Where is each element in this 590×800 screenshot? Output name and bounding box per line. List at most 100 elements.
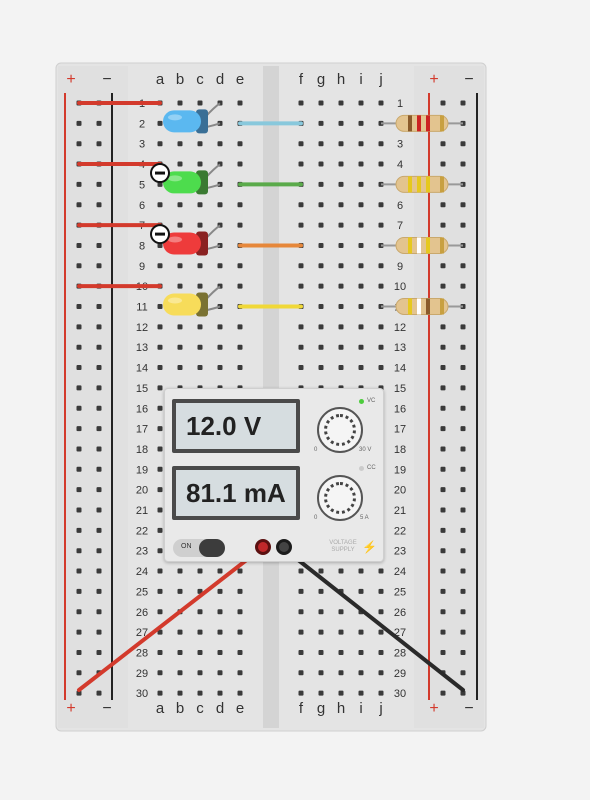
rail-hole-1-18[interactable] bbox=[96, 446, 102, 452]
hole-g12[interactable] bbox=[318, 324, 324, 330]
rail-hole-0-22[interactable] bbox=[76, 527, 82, 533]
hole-d9[interactable] bbox=[217, 263, 223, 269]
hole-d3[interactable] bbox=[217, 141, 223, 147]
hole-e29[interactable] bbox=[237, 670, 243, 676]
hole-g4[interactable] bbox=[318, 161, 324, 167]
rail-hole-0-15[interactable] bbox=[76, 385, 82, 391]
hole-e26[interactable] bbox=[237, 609, 243, 615]
rail-hole-0-12[interactable] bbox=[76, 324, 82, 330]
rail-hole-2-27[interactable] bbox=[440, 629, 446, 635]
hole-d13[interactable] bbox=[217, 344, 223, 350]
rail-hole-3-29[interactable] bbox=[460, 670, 466, 676]
rail-hole-3-6[interactable] bbox=[460, 202, 466, 208]
hole-i24[interactable] bbox=[358, 568, 364, 574]
rail-hole-1-27[interactable] bbox=[96, 629, 102, 635]
hole-b24[interactable] bbox=[177, 568, 183, 574]
rail-hole-0-9[interactable] bbox=[76, 263, 82, 269]
hole-i9[interactable] bbox=[358, 263, 364, 269]
hole-j30[interactable] bbox=[378, 690, 384, 696]
hole-c14[interactable] bbox=[197, 365, 203, 371]
hole-g24[interactable] bbox=[318, 568, 324, 574]
hole-b25[interactable] bbox=[177, 588, 183, 594]
power-switch[interactable]: ON bbox=[173, 539, 225, 557]
rail-hole-3-7[interactable] bbox=[460, 222, 466, 228]
hole-i29[interactable] bbox=[358, 670, 364, 676]
hole-j12[interactable] bbox=[378, 324, 384, 330]
hole-b13[interactable] bbox=[177, 344, 183, 350]
rail-hole-0-18[interactable] bbox=[76, 446, 82, 452]
hole-e28[interactable] bbox=[237, 649, 243, 655]
hole-i27[interactable] bbox=[358, 629, 364, 635]
rail-hole-3-10[interactable] bbox=[460, 283, 466, 289]
hole-g9[interactable] bbox=[318, 263, 324, 269]
hole-g6[interactable] bbox=[318, 202, 324, 208]
hole-i30[interactable] bbox=[358, 690, 364, 696]
rail-hole-1-5[interactable] bbox=[96, 181, 102, 187]
hole-c28[interactable] bbox=[197, 649, 203, 655]
rail-hole-2-26[interactable] bbox=[440, 609, 446, 615]
hole-a26[interactable] bbox=[157, 609, 163, 615]
rail-hole-1-30[interactable] bbox=[96, 690, 102, 696]
hole-j27[interactable] bbox=[378, 629, 384, 635]
rail-hole-3-28[interactable] bbox=[460, 649, 466, 655]
hole-e7[interactable] bbox=[237, 222, 243, 228]
hole-d28[interactable] bbox=[217, 649, 223, 655]
rail-hole-0-13[interactable] bbox=[76, 344, 82, 350]
hole-i3[interactable] bbox=[358, 141, 364, 147]
rail-hole-0-2[interactable] bbox=[76, 120, 82, 126]
rail-hole-1-2[interactable] bbox=[96, 120, 102, 126]
resistor-row-5[interactable] bbox=[381, 175, 463, 193]
hole-i4[interactable] bbox=[358, 161, 364, 167]
hole-a20[interactable] bbox=[157, 487, 163, 493]
hole-f13[interactable] bbox=[298, 344, 304, 350]
hole-d6[interactable] bbox=[217, 202, 223, 208]
rail-hole-3-23[interactable] bbox=[460, 548, 466, 554]
hole-i5[interactable] bbox=[358, 181, 364, 187]
hole-f30[interactable] bbox=[298, 690, 304, 696]
power-switch-knob[interactable] bbox=[199, 539, 225, 557]
hole-h3[interactable] bbox=[338, 141, 344, 147]
rail-hole-3-14[interactable] bbox=[460, 365, 466, 371]
rail-hole-1-11[interactable] bbox=[96, 304, 102, 309]
hole-f7[interactable] bbox=[298, 222, 304, 228]
hole-f27[interactable] bbox=[298, 629, 304, 635]
hole-b27[interactable] bbox=[177, 629, 183, 635]
hole-b30[interactable] bbox=[177, 690, 183, 696]
hole-j28[interactable] bbox=[378, 649, 384, 655]
rail-hole-1-21[interactable] bbox=[96, 507, 102, 513]
rail-hole-0-30[interactable] bbox=[76, 690, 82, 696]
rail-hole-0-16[interactable] bbox=[76, 405, 82, 411]
hole-a22[interactable] bbox=[157, 527, 163, 533]
hole-c27[interactable] bbox=[197, 629, 203, 635]
hole-f4[interactable] bbox=[298, 161, 304, 167]
hole-d24[interactable] bbox=[217, 568, 223, 574]
hole-h11[interactable] bbox=[338, 304, 344, 309]
rail-hole-2-15[interactable] bbox=[440, 385, 446, 391]
rail-hole-0-26[interactable] bbox=[76, 609, 82, 615]
rail-hole-2-4[interactable] bbox=[440, 161, 446, 167]
hole-g26[interactable] bbox=[318, 609, 324, 615]
hole-g29[interactable] bbox=[318, 670, 324, 676]
rail-hole-2-18[interactable] bbox=[440, 446, 446, 452]
hole-a23[interactable] bbox=[157, 548, 163, 554]
rail-hole-3-9[interactable] bbox=[460, 263, 466, 269]
rail-hole-2-14[interactable] bbox=[440, 365, 446, 371]
rail-hole-3-12[interactable] bbox=[460, 324, 466, 330]
hole-j10[interactable] bbox=[378, 283, 384, 289]
hole-b1[interactable] bbox=[177, 100, 183, 106]
rail-hole-1-25[interactable] bbox=[96, 588, 102, 594]
hole-h26[interactable] bbox=[338, 609, 344, 615]
rail-hole-1-22[interactable] bbox=[96, 527, 102, 533]
hole-c7[interactable] bbox=[197, 222, 203, 228]
led-blue[interactable] bbox=[163, 102, 221, 134]
rail-hole-3-30[interactable] bbox=[460, 690, 466, 696]
rail-hole-3-22[interactable] bbox=[460, 527, 466, 533]
led-yellow[interactable] bbox=[163, 285, 221, 317]
hole-b12[interactable] bbox=[177, 324, 183, 330]
rail-hole-1-17[interactable] bbox=[96, 426, 102, 432]
rail-hole-3-21[interactable] bbox=[460, 507, 466, 513]
rail-hole-1-26[interactable] bbox=[96, 609, 102, 615]
hole-i11[interactable] bbox=[358, 304, 364, 309]
negative-terminal[interactable] bbox=[276, 539, 292, 555]
rail-hole-3-25[interactable] bbox=[460, 588, 466, 594]
